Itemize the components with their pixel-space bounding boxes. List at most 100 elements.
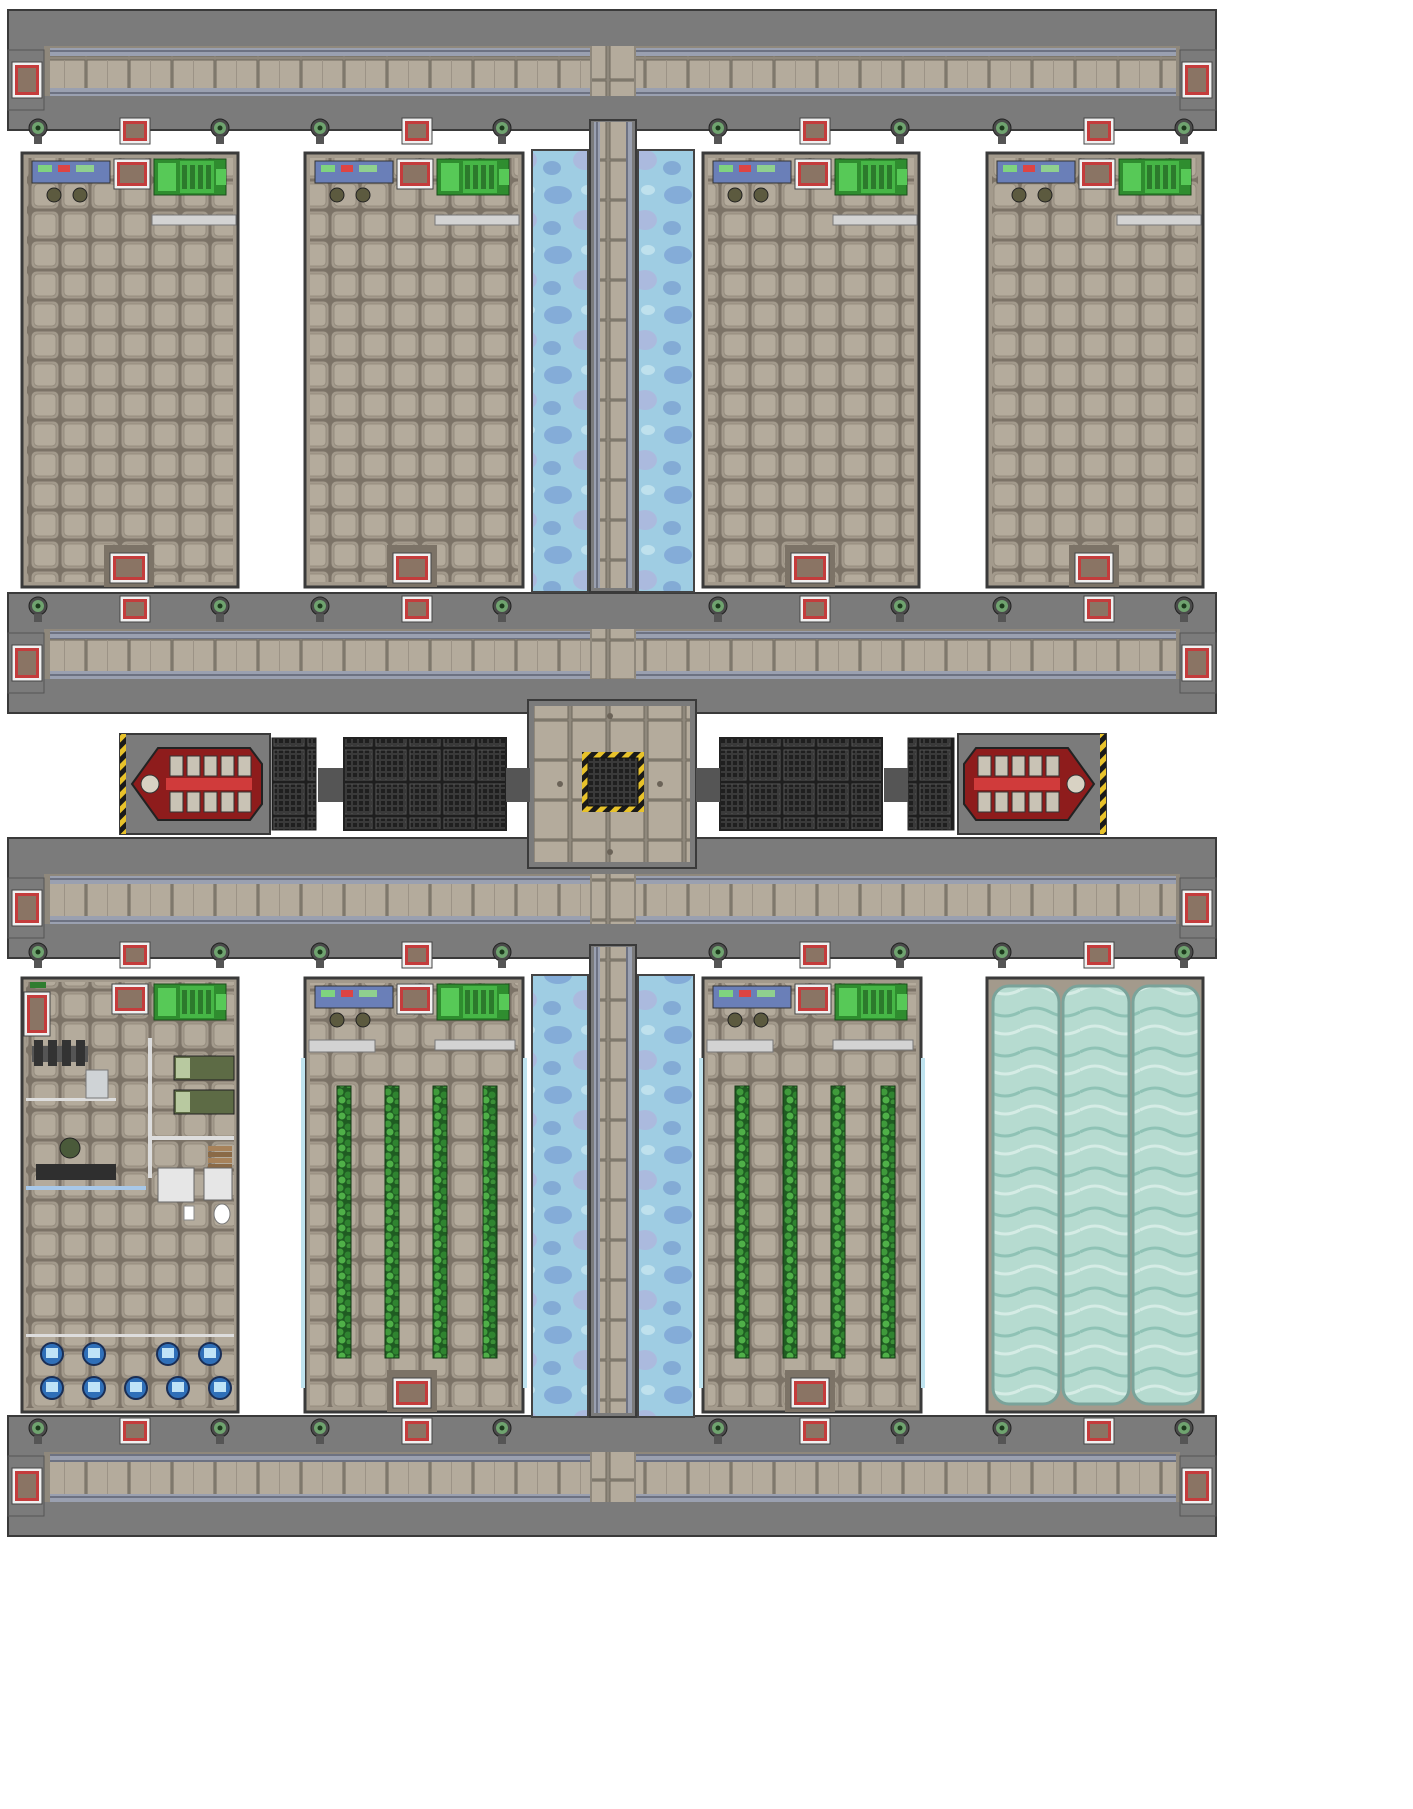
turret bbox=[492, 942, 512, 968]
door bbox=[119, 1417, 151, 1445]
wall bbox=[148, 1038, 152, 1178]
chair bbox=[753, 187, 769, 203]
turret bbox=[28, 1418, 48, 1444]
turret bbox=[708, 942, 728, 968]
turret bbox=[708, 118, 728, 144]
door bbox=[1181, 1467, 1213, 1505]
door bbox=[401, 117, 433, 145]
urinal bbox=[183, 1205, 195, 1221]
pilot-seat bbox=[140, 774, 160, 794]
door bbox=[1181, 61, 1213, 99]
shelf bbox=[434, 1039, 516, 1051]
corridor-panels bbox=[50, 884, 590, 916]
control-console bbox=[31, 160, 111, 203]
door bbox=[392, 552, 432, 584]
door bbox=[11, 889, 43, 927]
shower bbox=[157, 1167, 195, 1203]
cargo-bay-4 bbox=[985, 151, 1205, 589]
door bbox=[396, 158, 434, 190]
door bbox=[1181, 889, 1213, 927]
water-tanks bbox=[985, 976, 1205, 1414]
bolt bbox=[607, 713, 613, 719]
desk bbox=[36, 1164, 116, 1180]
chair bbox=[329, 1012, 345, 1028]
water-tank bbox=[1061, 984, 1131, 1406]
docking-bay-west bbox=[119, 733, 530, 835]
seat bbox=[186, 755, 201, 777]
hazard-stripe bbox=[120, 734, 126, 834]
cargo-bay-2 bbox=[303, 151, 525, 589]
table bbox=[32, 1046, 88, 1062]
chair bbox=[727, 1012, 743, 1028]
seat bbox=[203, 755, 218, 777]
turret bbox=[28, 942, 48, 968]
connector bbox=[884, 768, 908, 802]
seat bbox=[1045, 791, 1060, 813]
chair bbox=[329, 187, 345, 203]
shelf bbox=[832, 214, 918, 226]
turret bbox=[310, 1418, 330, 1444]
docking-bay-east bbox=[696, 733, 1107, 835]
chair bbox=[46, 187, 62, 203]
water-channel bbox=[531, 974, 589, 1418]
north-canal bbox=[531, 119, 695, 593]
turret bbox=[492, 118, 512, 144]
seat bbox=[977, 755, 992, 777]
turret bbox=[1174, 1418, 1194, 1444]
cushion bbox=[46, 1382, 58, 1392]
plant-row bbox=[734, 1085, 750, 1359]
wall bbox=[26, 1334, 234, 1337]
corridor-panels bbox=[636, 639, 1176, 671]
seat bbox=[977, 791, 992, 813]
door bbox=[11, 1467, 43, 1505]
ladder-walkway bbox=[594, 122, 632, 588]
hydroponics-west bbox=[301, 976, 527, 1414]
turret bbox=[210, 118, 230, 144]
door bbox=[1083, 595, 1115, 623]
airlock-grate bbox=[907, 737, 955, 831]
plant-row bbox=[880, 1085, 896, 1359]
cushion bbox=[204, 1348, 216, 1358]
bolt bbox=[557, 781, 563, 787]
junction-plate bbox=[592, 874, 634, 924]
turret bbox=[708, 596, 728, 622]
window bbox=[301, 1058, 305, 1388]
bolt bbox=[607, 849, 613, 855]
door bbox=[401, 941, 433, 969]
cushion bbox=[130, 1382, 142, 1392]
bolt bbox=[657, 781, 663, 787]
seat bbox=[1045, 755, 1060, 777]
shuttle-west bbox=[130, 747, 263, 821]
door bbox=[119, 117, 151, 145]
turret bbox=[310, 596, 330, 622]
pillow bbox=[176, 1092, 190, 1112]
junction-plate bbox=[592, 1452, 634, 1502]
control-console bbox=[712, 160, 792, 203]
control-console bbox=[712, 985, 792, 1028]
window bbox=[523, 1058, 527, 1388]
water-tank bbox=[1131, 984, 1201, 1406]
turret bbox=[492, 1418, 512, 1444]
seat bbox=[994, 791, 1009, 813]
door bbox=[109, 552, 149, 584]
central-hub bbox=[527, 699, 697, 869]
plant-row bbox=[432, 1085, 448, 1359]
plant-row bbox=[336, 1085, 352, 1359]
crew-quarters bbox=[20, 976, 240, 1414]
cargo-bay-3 bbox=[701, 151, 921, 589]
corridor-panels bbox=[636, 884, 1176, 916]
generator-machine bbox=[834, 158, 908, 196]
chair bbox=[62, 1040, 71, 1066]
generator-machine bbox=[153, 158, 227, 196]
turret bbox=[1174, 596, 1194, 622]
chair bbox=[753, 1012, 769, 1028]
plant-row bbox=[830, 1085, 846, 1359]
generator-machine bbox=[1118, 158, 1192, 196]
turret bbox=[890, 942, 910, 968]
corridor-middle-north bbox=[7, 592, 1217, 714]
turret bbox=[1174, 118, 1194, 144]
corridor-panels bbox=[636, 56, 1176, 88]
seat bbox=[186, 791, 201, 813]
turret bbox=[28, 118, 48, 144]
